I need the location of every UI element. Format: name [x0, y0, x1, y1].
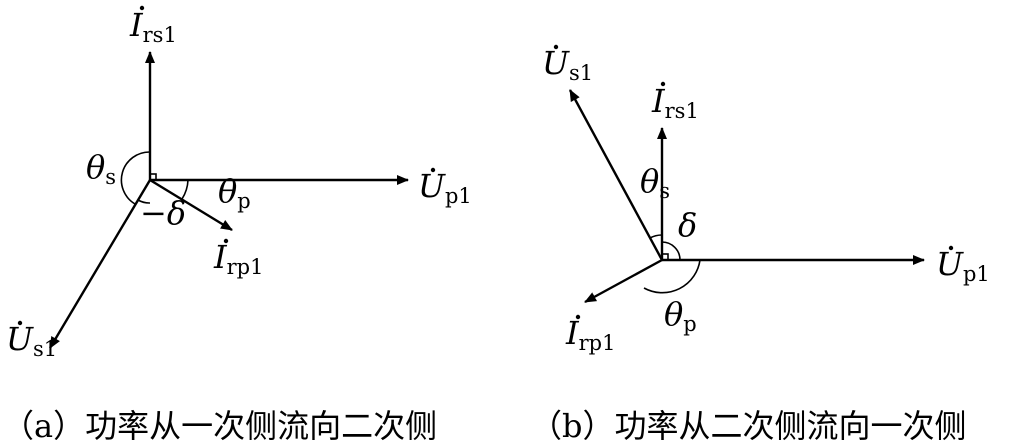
label-theta-s: θs — [640, 162, 670, 203]
label-i-rp1: Irp1 — [213, 238, 263, 279]
label-theta-s: θs — [86, 148, 116, 189]
caption-a: （a）功率从一次侧流向二次侧 — [2, 407, 437, 445]
phasor-u-s1 — [48, 179, 152, 349]
phasor-i-rp1 — [149, 178, 233, 232]
label-minus-delta: −δ — [140, 194, 186, 232]
label-i-rs1: Irs1 — [129, 6, 177, 47]
panel-a: Irs1 Up1 Us1 Irp1 θs θp −δ （a）功率从一次侧流向二次… — [2, 5, 472, 445]
dot-u-s1 — [553, 44, 559, 50]
label-u-p1: Up1 — [936, 245, 990, 286]
label-u-s1: Us1 — [542, 44, 593, 85]
label-u-p1: Up1 — [418, 167, 472, 208]
dot-u-s1 — [17, 320, 23, 326]
angle-arc-theta-s — [649, 234, 663, 239]
angle-arc-minus-delta — [137, 199, 151, 204]
dot-i-rs1 — [660, 81, 666, 87]
caption-b: （b）功率从二次侧流向一次侧 — [530, 407, 967, 445]
panel-b: Us1 Irs1 Up1 Irp1 θs δ θp （b）功率从二次侧流向一次侧 — [530, 44, 990, 445]
label-i-rs1: Irs1 — [651, 82, 699, 123]
dot-i-rp1 — [575, 314, 581, 320]
dot-i-rs1 — [139, 5, 145, 11]
label-delta: δ — [678, 206, 697, 244]
phasor-i-rp1 — [584, 258, 663, 304]
label-i-rp1: Irp1 — [565, 314, 615, 355]
dot-u-p1 — [948, 245, 954, 251]
phasor-u-s1 — [568, 89, 664, 261]
angle-arc-theta-p — [643, 259, 701, 294]
dot-i-rp1 — [223, 238, 229, 244]
angle-arc-delta — [661, 241, 681, 261]
angle-arc-theta-s — [120, 151, 151, 205]
label-theta-p: θp — [664, 295, 697, 336]
angle-arc-theta-p — [181, 179, 189, 200]
dot-u-p1 — [430, 167, 436, 173]
label-theta-p: θp — [218, 172, 251, 213]
label-u-s1: Us1 — [6, 320, 57, 361]
